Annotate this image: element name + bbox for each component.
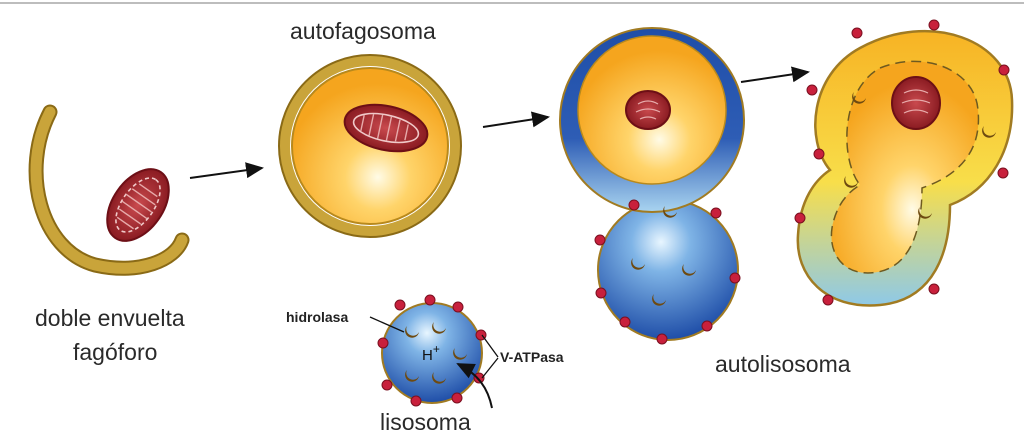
proton-pump-arrow [456, 363, 493, 409]
fusion-lysosome [597, 199, 739, 341]
autolysosome-label: autolisosoma [715, 351, 851, 377]
arrow-fusion-to-autolysosome [740, 66, 810, 83]
vatpase-label: V-ATPasa [500, 349, 564, 365]
autolysosome-hydrolases [844, 92, 996, 219]
phagophore-label-2: fagóforo [73, 339, 157, 365]
vatpase-pointer-2 [481, 357, 499, 379]
arrow-phagophore-to-autophagosome [189, 162, 264, 179]
phagophore-label-1: doble envuelta [35, 305, 185, 331]
hydrolase-pointer [369, 316, 405, 333]
fusion-hydrolases [631, 206, 696, 306]
fusion-vatpase-dots [594, 199, 741, 345]
autolysosome-vatpase-dots [794, 19, 1010, 306]
lysosome-vatpase-dots [377, 294, 487, 407]
mitochondrion-engulfed [343, 103, 429, 153]
proton-label: H+ [422, 342, 440, 364]
vatpase-pointer-1 [481, 334, 499, 358]
hydrolase-label: hidrolasa [286, 309, 348, 325]
mitochondrion-fusion [625, 90, 671, 130]
lysosome-hydrolases [405, 322, 467, 384]
arrow-autophagosome-to-fusion [482, 111, 550, 128]
autophagosome-label: autofagosoma [290, 18, 436, 44]
autolysosome [796, 29, 1014, 307]
phagophore [28, 104, 190, 276]
mitochondrion-free [106, 168, 170, 242]
lysosome-label: lisosoma [380, 409, 471, 435]
mitochondrion-autolysosome [891, 76, 941, 130]
